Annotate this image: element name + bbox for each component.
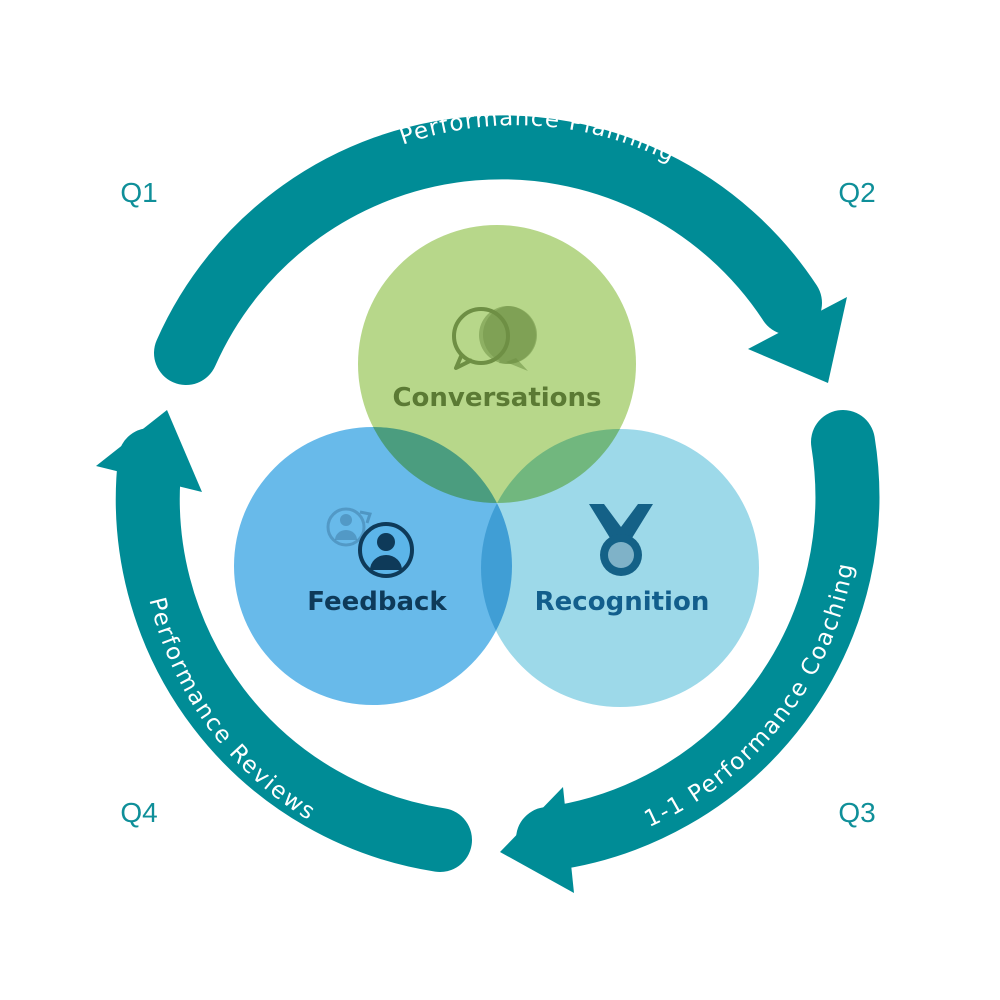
arrow-top-band (154, 115, 822, 385)
venn-diagram (234, 225, 759, 707)
quarter-label-q4: Q4 (120, 797, 157, 828)
arrow-top-head (748, 297, 847, 383)
conversations-label: Conversations (392, 383, 601, 413)
quarter-label-q1: Q1 (120, 177, 157, 208)
user-exchange-icon (326, 507, 414, 578)
arrow-right-band (516, 410, 880, 871)
quarter-label-q2: Q2 (838, 177, 875, 208)
medal-icon (589, 504, 653, 576)
recognition-label: Recognition (535, 587, 710, 617)
circle-conversations (358, 225, 636, 503)
feedback-label: Feedback (307, 587, 447, 617)
speech-bubbles-icon (452, 306, 537, 371)
arrow-left-band (115, 428, 472, 872)
arrow-left-head (96, 410, 202, 492)
quarter-label-q3: Q3 (838, 797, 875, 828)
arrow-right-head (500, 787, 574, 893)
